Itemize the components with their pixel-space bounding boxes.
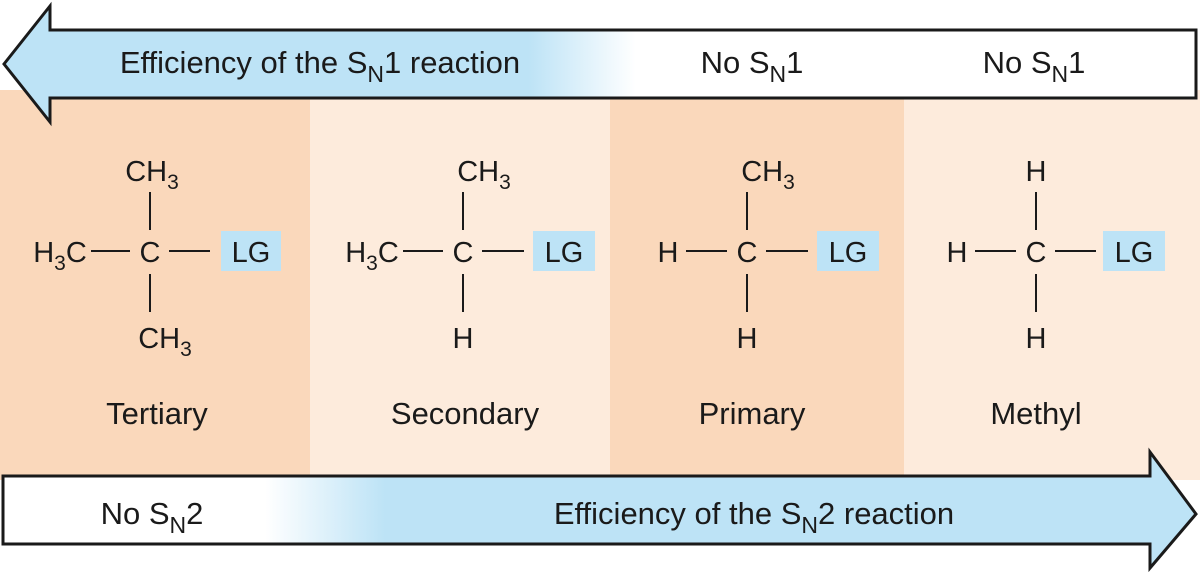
no-sn1-label-methyl: No SN1 bbox=[983, 45, 1086, 87]
left-substituent: H3C bbox=[33, 237, 87, 275]
bottom-substituent: H bbox=[1026, 323, 1047, 355]
structure-tertiary: CH3 H3C C LG CH3 Tertiary bbox=[33, 156, 281, 431]
leaving-group: LG bbox=[545, 237, 584, 269]
bottom-substituent: CH3 bbox=[138, 323, 192, 361]
lg-highlight bbox=[533, 231, 595, 271]
lg-highlight bbox=[221, 231, 281, 271]
central-carbon: C bbox=[1026, 237, 1047, 269]
panel-tertiary bbox=[0, 90, 310, 480]
sn1-arrow bbox=[2, 1, 1198, 127]
class-label-secondary: Secondary bbox=[391, 396, 540, 431]
sn2-arrow bbox=[1, 447, 1198, 573]
panel-primary bbox=[610, 90, 904, 480]
top-substituent: H bbox=[1026, 156, 1047, 188]
sn1-efficiency-label: Efficiency of the SN1 reaction bbox=[120, 45, 520, 87]
top-substituent: CH3 bbox=[125, 156, 179, 194]
lg-highlight bbox=[1103, 231, 1165, 271]
no-sn2-label: No SN2 bbox=[101, 496, 204, 538]
structure-secondary: CH3 H3C C LG H Secondary bbox=[345, 156, 595, 431]
top-substituent: CH3 bbox=[457, 156, 511, 194]
class-label-primary: Primary bbox=[699, 396, 806, 431]
left-substituent: H bbox=[658, 237, 679, 269]
central-carbon: C bbox=[140, 237, 161, 269]
top-substituent: CH3 bbox=[741, 156, 795, 194]
class-label-tertiary: Tertiary bbox=[106, 396, 208, 431]
bottom-substituent: H bbox=[453, 323, 474, 355]
panel-secondary bbox=[310, 90, 610, 480]
lg-highlight bbox=[817, 231, 879, 271]
central-carbon: C bbox=[737, 237, 758, 269]
left-substituent: H bbox=[947, 237, 968, 269]
sn2-efficiency-label: Efficiency of the SN2 reaction bbox=[554, 496, 954, 538]
bottom-substituent: H bbox=[737, 323, 758, 355]
no-sn1-label-primary: No SN1 bbox=[701, 45, 804, 87]
structure-methyl: H H C LG H Methyl bbox=[947, 156, 1165, 431]
leaving-group: LG bbox=[829, 237, 868, 269]
leaving-group: LG bbox=[1115, 237, 1154, 269]
structure-primary: CH3 H C LG H Primary bbox=[658, 156, 879, 431]
class-label-methyl: Methyl bbox=[990, 396, 1081, 431]
left-substituent: H3C bbox=[345, 237, 399, 275]
panel-methyl bbox=[904, 90, 1200, 480]
leaving-group: LG bbox=[232, 237, 271, 269]
central-carbon: C bbox=[453, 237, 474, 269]
